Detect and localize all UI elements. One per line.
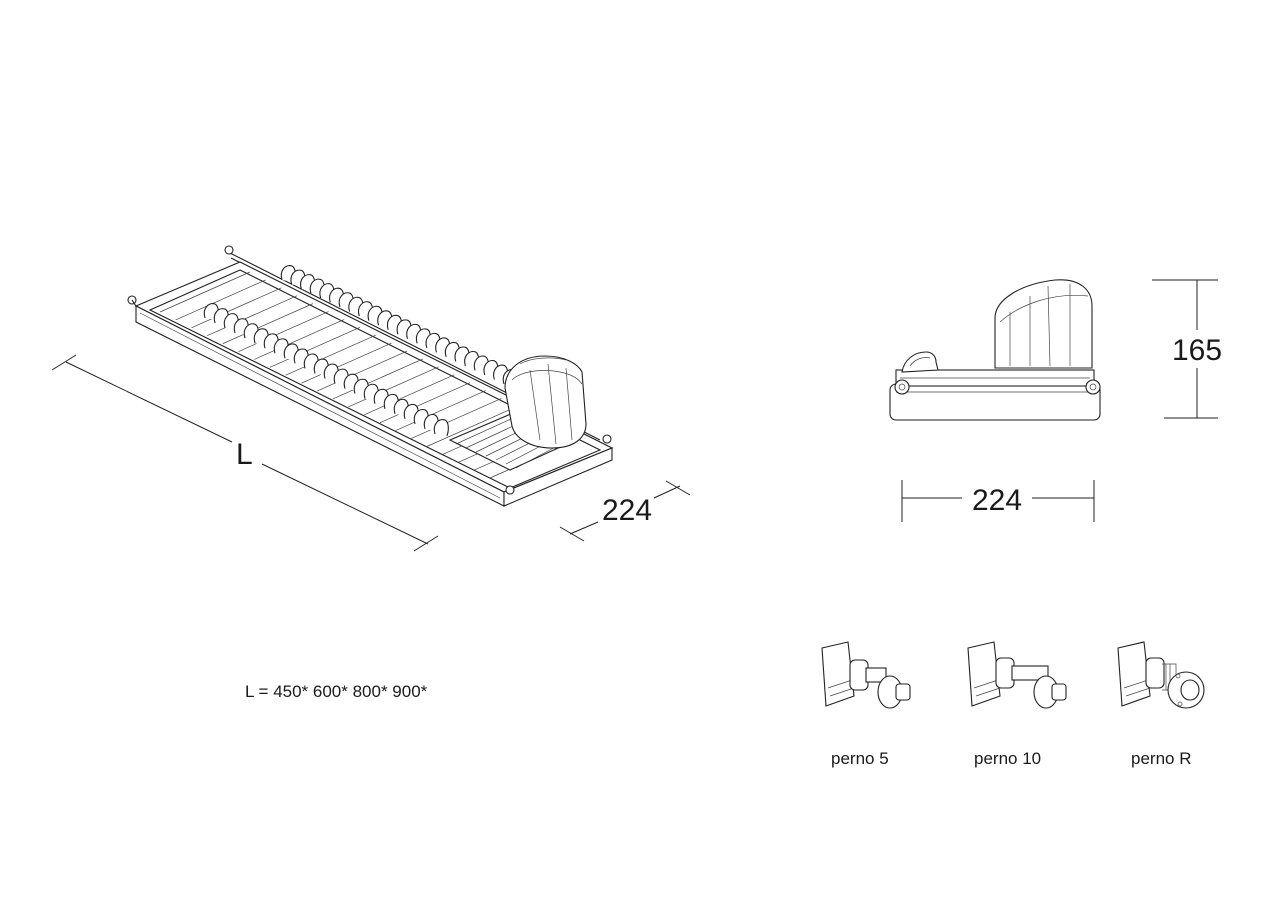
depth-dimension-iso: 224 [559,480,691,542]
length-label: L [236,438,253,471]
pin-label: perno 10 [974,749,1041,768]
rack-side-view [889,279,1101,421]
length-options-text: L = 450* 600* 800* 900* [245,682,428,701]
height-label: 165 [1172,334,1222,367]
pin-perno-r: perno R [1117,641,1205,768]
rack-isometric-view [127,245,614,507]
depth-dimension-side: 224 [901,480,1095,522]
pin-label: perno R [1131,749,1191,768]
depth-iso-label: 224 [602,494,652,527]
pin-label: perno 5 [831,749,889,768]
pin-perno-10: perno 10 [967,641,1067,768]
height-dimension: 165 [1152,279,1222,419]
length-dimension: L [51,354,439,552]
pin-perno-5: perno 5 [821,641,911,768]
depth-side-label: 224 [972,484,1022,517]
